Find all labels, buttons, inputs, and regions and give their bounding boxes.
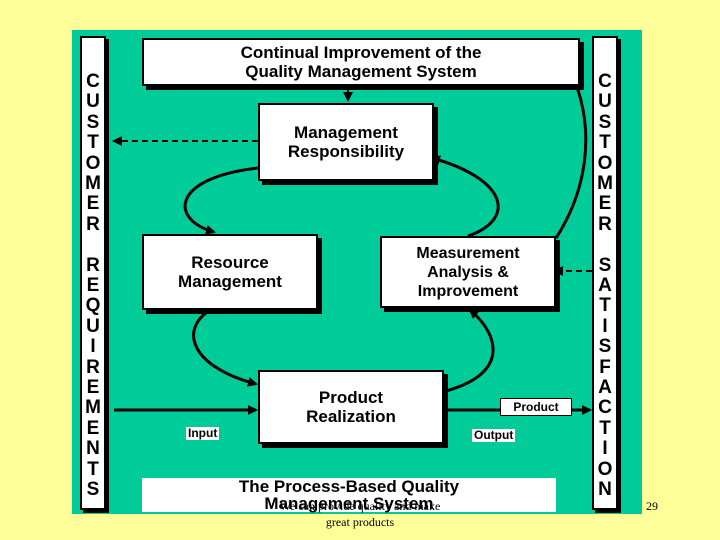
left-letter: S	[86, 111, 100, 133]
right-letter: A	[598, 275, 612, 296]
left-letter: M	[85, 397, 101, 419]
right-letter: E	[598, 193, 612, 215]
left-letter: Q	[85, 295, 101, 317]
left-letter: E	[86, 275, 100, 296]
right-letter: I	[602, 315, 608, 337]
left-letter: U	[86, 91, 100, 113]
input-label: Input	[186, 426, 220, 440]
left-letter: T	[87, 458, 99, 480]
resource-management-box: Resource Management	[142, 234, 318, 310]
right-letter: S	[598, 254, 612, 276]
right-letter: F	[599, 356, 611, 378]
left-letter: R	[86, 213, 100, 235]
left-letter: E	[86, 193, 100, 215]
resource-to-product-arrow	[192, 306, 258, 387]
right-letter: C	[598, 71, 612, 92]
right-letter: R	[598, 213, 612, 235]
right-letter: S	[598, 111, 612, 133]
right-letter: C	[598, 397, 612, 419]
left-letter: M	[85, 173, 101, 194]
right-letter: T	[599, 417, 611, 439]
left-letter: E	[86, 417, 100, 439]
left-letter: R	[86, 254, 100, 276]
right-letter: N	[598, 479, 612, 500]
output-label: Output	[472, 428, 516, 442]
right-letter: I	[602, 438, 608, 460]
left-letter: S	[86, 479, 100, 500]
product-realization-box: Product Realization	[258, 370, 444, 444]
right-letter: T	[599, 132, 611, 154]
right-letter: A	[598, 377, 612, 398]
left-letter: U	[86, 315, 100, 337]
left-letter: E	[86, 377, 100, 398]
product-to-measurement-arrow	[441, 308, 495, 394]
left-letter: R	[86, 356, 100, 378]
product-label: Product	[500, 398, 572, 416]
measurement-to-management-arrow	[430, 155, 500, 238]
process-based-qms-title: The Process-Based Quality Management Sys…	[142, 478, 556, 512]
management-responsibility-box: Management Responsibility	[258, 103, 434, 181]
left-letter: I	[90, 336, 96, 358]
left-letter: C	[86, 71, 100, 92]
measurement-analysis-box: Measurement Analysis & Improvement	[380, 236, 556, 308]
right-letter: U	[598, 91, 612, 113]
left-letter: T	[87, 132, 99, 154]
management-to-resource-arrow	[183, 166, 259, 235]
continual-improvement-box: Continual Improvement of the Quality Man…	[142, 38, 580, 86]
right-letter: O	[597, 152, 613, 174]
right-letter: M	[597, 173, 613, 194]
left-letter: N	[86, 438, 100, 460]
right-letter: S	[598, 336, 612, 358]
right-letter: T	[599, 295, 611, 317]
right-letter: O	[597, 458, 613, 480]
page-number: 29	[646, 499, 658, 513]
caption-line-2: great products	[325, 515, 395, 529]
caption-line-1: We can provide quality and make	[279, 499, 441, 513]
left-letter: O	[85, 152, 101, 174]
